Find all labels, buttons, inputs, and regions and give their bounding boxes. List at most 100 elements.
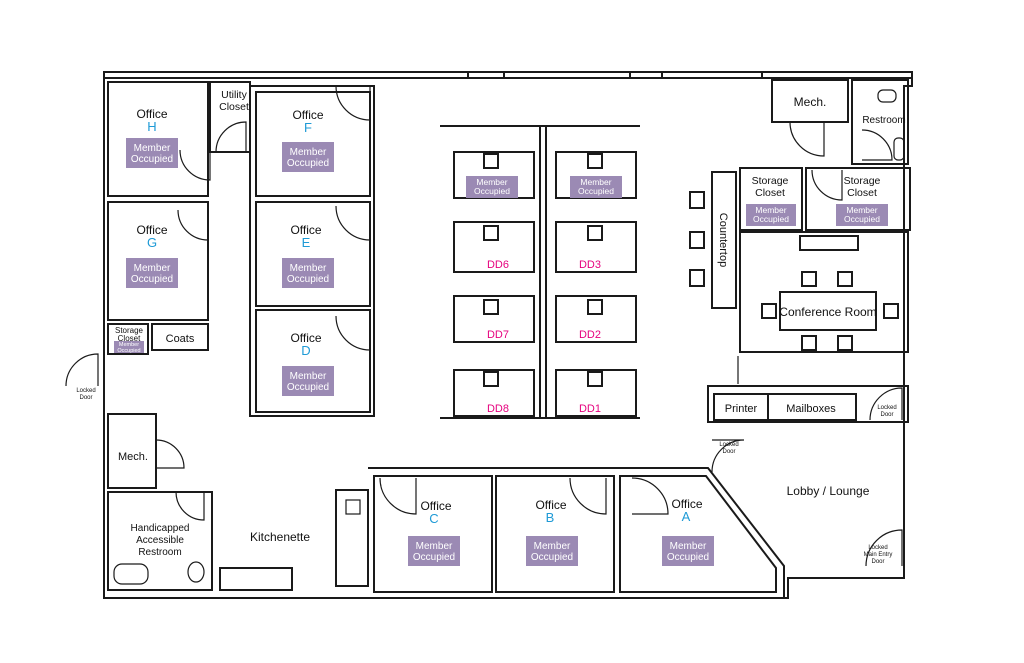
office-a-letter: A [682,509,691,524]
member-tag-text: Occupied [531,552,573,563]
office-h-label: Office [136,107,167,121]
mech-room-right [771,79,849,123]
member-tag-text: Member [755,205,786,215]
desk-dd1-label: DD1 [579,403,601,415]
chair [801,271,817,287]
door-swing [177,209,209,241]
desk-dd8-label: DD8 [487,403,509,415]
chair [483,153,499,169]
desk-dd2-label: DD2 [579,329,601,341]
coats-label: Coats [166,333,195,345]
office-c-label: Office [420,499,451,513]
printer-mailbox-wall [707,385,909,423]
main-entry-label: Main Entry [864,552,893,558]
office-h-room [107,81,209,197]
door-swing [569,477,607,515]
desk [555,221,637,273]
member-tag-text: Occupied [287,158,329,169]
door-swing [335,315,371,351]
door-swing [811,169,843,201]
mailboxes-box [767,393,857,421]
member-tag-text: Member [290,147,327,158]
kitchen-fridge [335,489,369,587]
stool [689,231,705,249]
mailboxes-label: Mailboxes [786,403,836,415]
member-tag-text: Member [846,205,877,215]
desk-dd3-label: DD3 [579,259,601,271]
member-tag [282,258,334,288]
member-tag-text: Occupied [287,382,329,393]
member-tag-text: Occupied [117,348,140,354]
member-tag-text: Occupied [474,186,510,196]
member-tag [282,142,334,172]
main-entry-label: Locked [868,545,887,551]
member-tag-text: Member [416,541,453,552]
locked-door-label: Locked [76,388,95,394]
conference-credenza [799,235,859,251]
chair [483,225,499,241]
storage-closet-2-label: Closet [847,187,877,199]
desk [453,295,535,343]
office-e-label: Office [290,223,321,237]
chair [587,153,603,169]
handicapped-label: Accessible [136,535,184,546]
door-swing [215,121,247,153]
mech-left-label: Mech. [118,451,148,463]
handicapped-room [107,491,213,591]
door-swing [379,477,417,515]
storage-closet-2-label: Storage [844,175,881,187]
desk [453,369,535,417]
office-g-letter: G [147,235,157,250]
member-tag-text: Occupied [667,552,709,563]
door-swing [65,353,99,387]
member-tag-text: Occupied [131,274,173,285]
member-tag-text: Member [580,177,611,187]
locked-door-label: Door [880,412,893,418]
member-tag-text: Member [670,541,707,552]
member-tag-text: Occupied [131,154,173,165]
mech-right-label: Mech. [794,95,827,109]
handicapped-label: Handicapped [131,523,190,534]
desk [555,369,637,417]
member-tag [526,536,578,566]
member-tag-text: Occupied [753,214,789,224]
coats-room [151,323,209,351]
office-d-room [255,309,371,413]
chair [837,335,853,351]
offices-cba-outer [368,467,785,598]
desk [453,221,535,273]
member-tag-text: Member [119,342,139,348]
office-g-label: Office [136,223,167,237]
chair [837,271,853,287]
chair [483,371,499,387]
sink-icon [893,137,905,161]
locked-door-label: Door [79,395,92,401]
chair [883,303,899,319]
office-f-label: Office [292,108,323,122]
chair [587,299,603,315]
office-f-letter: F [304,120,312,135]
member-tag [662,536,714,566]
member-tag [282,366,334,396]
kitchen-counter [219,567,293,591]
bathtub-icon [113,563,149,585]
member-tag [746,204,796,226]
office-b-room [495,475,615,593]
stool [689,191,705,209]
member-tag [126,258,178,288]
door-swing [335,205,371,241]
mech-room-left [107,413,157,489]
member-tag-text: Member [290,263,327,274]
offices-fed-outer [249,85,375,417]
office-h-letter: H [147,119,156,134]
storage-closet-1-label: Closet [755,187,785,199]
conference-room-label: Conference Room [779,305,876,319]
door-swing [335,85,371,121]
member-tag-text: Occupied [413,552,455,563]
door-swing [865,529,903,567]
chair [587,225,603,241]
printer-label: Printer [725,403,758,415]
member-tag [408,536,460,566]
storage-small-label: Closet [118,334,141,343]
